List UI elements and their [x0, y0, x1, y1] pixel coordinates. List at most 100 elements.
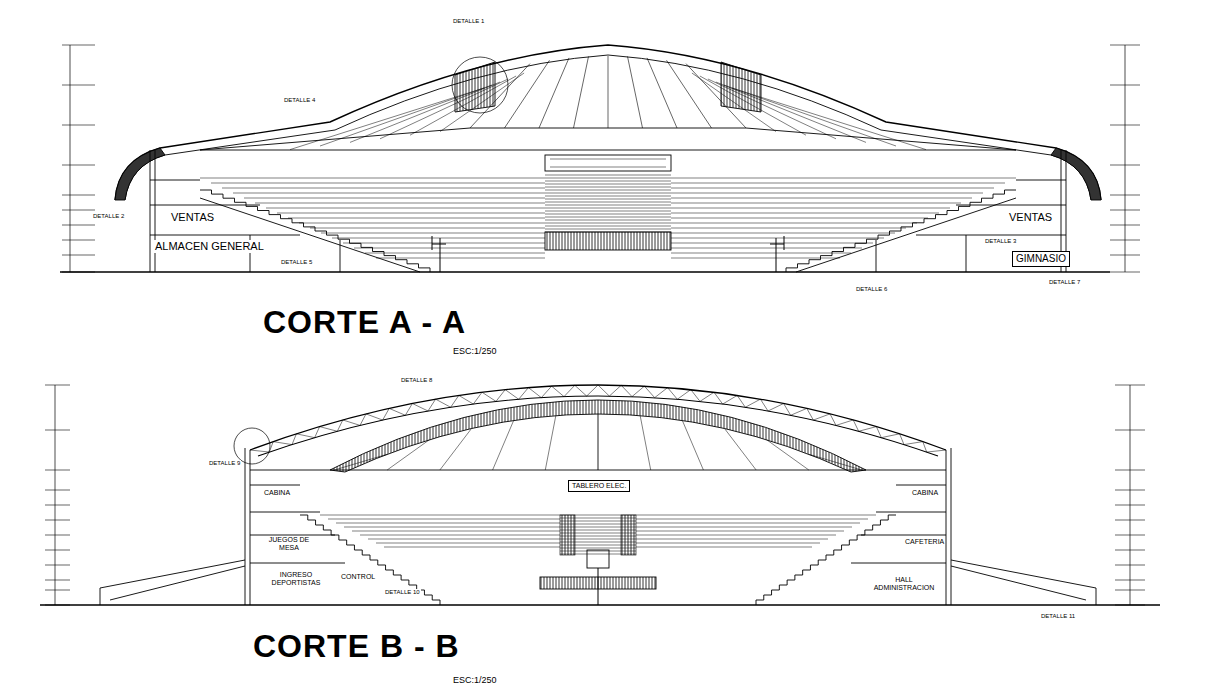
stair-hatch	[621, 515, 636, 555]
room-box: GIMNASIO	[1012, 251, 1070, 267]
dimension-line	[55, 385, 56, 605]
bleacher-row	[545, 205, 671, 206]
dimension-tick	[1115, 505, 1145, 506]
backboard	[587, 550, 609, 568]
bleacher-row	[545, 181, 671, 182]
bleacher-row	[545, 208, 671, 209]
dome-rib	[545, 416, 556, 470]
detail-callout: DETALLE 8	[400, 377, 433, 384]
wall-line	[861, 535, 946, 536]
ground-line	[40, 604, 1160, 605]
wall-line	[150, 235, 300, 236]
dimension-tick	[1110, 225, 1140, 226]
detail-callout: DETALLE 4	[283, 97, 316, 104]
detail-callout: DETALLE 11	[1040, 613, 1076, 620]
bleacher-row	[321, 233, 545, 234]
wall-line	[896, 485, 946, 486]
title-underline	[200, 667, 508, 669]
basket-hoop	[770, 244, 784, 245]
dome-rib	[682, 420, 703, 470]
bleacher-row	[636, 543, 820, 544]
wall-line	[916, 235, 1066, 236]
scale-note: ESC:1/250	[452, 346, 498, 356]
wall-line	[1016, 180, 1066, 181]
dome-rib	[505, 60, 550, 128]
bleacher-row	[636, 531, 844, 532]
dimension-tick	[1110, 85, 1140, 86]
dome-rib	[647, 58, 677, 128]
bleacher-row	[266, 208, 545, 209]
dome-rib	[724, 85, 896, 146]
wing-roof	[110, 566, 245, 600]
bleacher-row	[636, 527, 852, 528]
bleacher-row	[671, 183, 1005, 184]
dimension-tick	[62, 240, 95, 241]
detail-callout: DETALLE 9	[208, 460, 241, 467]
stand-steps	[786, 190, 1016, 272]
bleacher-row	[354, 248, 545, 249]
dimension-tick	[62, 255, 95, 256]
dimension-tick	[1110, 272, 1140, 273]
dimension-tick	[45, 605, 70, 606]
wing-roof	[100, 560, 245, 605]
bleacher-row	[336, 523, 560, 524]
scoreboard-line	[550, 167, 666, 168]
detail-callout: DETALLE 6	[855, 286, 888, 293]
bleacher-row	[671, 228, 906, 229]
wall-line	[150, 205, 260, 206]
node-text: GIMNASIO	[1016, 253, 1066, 265]
bleacher-row	[636, 547, 812, 548]
bleacher-row	[299, 223, 545, 224]
room-label: CABINA	[911, 489, 939, 497]
dimension-tick	[45, 430, 70, 431]
detail-callout: DETALLE 1	[452, 18, 485, 25]
dimension-tick	[45, 565, 70, 566]
bleacher-row	[244, 198, 545, 199]
bleacher-row	[277, 213, 545, 214]
bleacher-row	[545, 229, 671, 230]
dome-rib	[716, 82, 866, 142]
basket-hoop	[776, 238, 777, 272]
scoreboard-line	[550, 159, 666, 160]
bleacher-row	[671, 248, 862, 249]
wing-roof	[951, 566, 1086, 600]
bleacher-row	[365, 253, 545, 254]
dimension-tick	[45, 535, 70, 536]
bleacher-row	[545, 220, 671, 221]
dimension-tick	[1115, 520, 1145, 521]
detail-callout: DETALLE 5	[280, 259, 313, 266]
ring-beam	[200, 150, 1016, 151]
room-label: INGRESO DEPORTISTAS	[262, 571, 330, 587]
bleacher-row	[545, 175, 671, 176]
dimension-tick	[62, 85, 95, 86]
dimension-tick	[1115, 580, 1145, 581]
bleacher-row	[545, 178, 671, 179]
basket-hoop	[784, 236, 785, 250]
panel-box: TABLERO ELEC.	[568, 480, 630, 492]
bleacher-row	[671, 233, 895, 234]
dome-rib	[470, 64, 530, 128]
node-text: TABLERO ELEC.	[572, 482, 626, 490]
dome-rib	[767, 440, 809, 470]
bleacher-row	[545, 217, 671, 218]
bleacher-row	[671, 253, 851, 254]
dimension-tick	[1115, 535, 1145, 536]
scale-note: ESC:1/250	[452, 675, 498, 685]
bleacher-row	[545, 232, 671, 233]
stand-steps	[200, 190, 430, 272]
bleacher-row	[671, 238, 884, 239]
stand-slab	[796, 198, 1016, 272]
wall-line	[250, 485, 300, 486]
wall-line	[150, 180, 200, 181]
bleacher-row	[545, 184, 671, 185]
room-label: VENTAS	[170, 211, 215, 224]
bleacher-row	[636, 535, 836, 536]
dimension-tick	[45, 385, 70, 386]
bleacher-row	[328, 519, 560, 520]
wall-line	[250, 563, 345, 564]
dimension-tick	[62, 195, 95, 196]
dimension-tick	[45, 580, 70, 581]
bleacher-row	[344, 527, 560, 528]
dimension-tick	[45, 490, 70, 491]
detail-callout: DETALLE 7	[1048, 279, 1081, 286]
